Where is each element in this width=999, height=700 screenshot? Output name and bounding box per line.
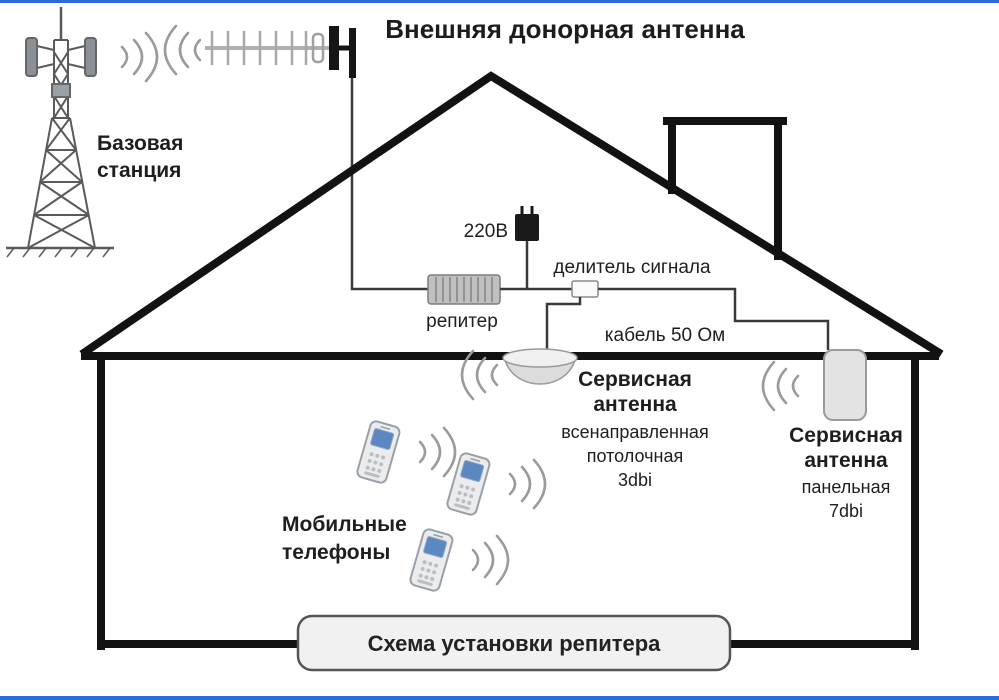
bottom-border-line [0, 696, 999, 700]
antenna-panel-right [84, 37, 97, 77]
panel-antenna-label-line3: панельная [802, 477, 891, 497]
ceiling-antenna-label-line5: 3dbi [618, 470, 652, 490]
chimney [663, 117, 787, 260]
caption-box [296, 614, 732, 672]
roof [79, 71, 944, 358]
power-adapter-icon [515, 206, 539, 289]
panel-antenna-label-line4: 7dbi [829, 501, 863, 521]
coax-cable-to-panel-antenna [598, 287, 830, 350]
mobile-phones-label-line1: Мобильные [282, 513, 407, 536]
base-station-label-line1: Базовая [97, 132, 183, 155]
ceiling-antenna-label-line3: всенаправленная [561, 422, 708, 442]
panel-antenna-waves-icon [761, 360, 800, 412]
base-station-tower [6, 7, 114, 258]
donor-cable [350, 78, 428, 291]
splitter-label: делитель сигнала [553, 257, 711, 278]
ceiling-antenna-label-line2: антенна [593, 393, 677, 416]
repeater-device [427, 274, 501, 305]
power-label: 220В [464, 221, 508, 242]
ceiling-antenna [502, 348, 578, 385]
ceiling-antenna-label-line1: Сервисная [578, 368, 692, 391]
signal-splitter-device [571, 280, 599, 298]
panel-antenna-label-line1: Сервисная [789, 424, 903, 447]
repeater-label: репитер [426, 311, 498, 332]
phone2-waves-icon [508, 458, 547, 510]
diagram-title: Внешняя донорная антенна [385, 14, 745, 44]
mobile-phones-label-line2: телефоны [282, 541, 390, 564]
coax-cable-to-ceiling-antenna [545, 297, 582, 352]
yagi-signal-waves-icon [163, 24, 202, 76]
ceiling-antenna-label-line4: потолочная [587, 446, 683, 466]
mobile-phone-3 [408, 527, 455, 594]
cable-label: кабель 50 Ом [605, 325, 725, 346]
phone1-waves-icon [418, 426, 457, 478]
base-station-label-line2: станция [97, 159, 181, 182]
panel-antenna [823, 349, 867, 421]
donor-yagi-antenna [205, 26, 356, 78]
mobile-phone-1 [355, 419, 402, 486]
house-outline [79, 71, 944, 650]
panel-antenna-label-line2: антенна [804, 449, 888, 472]
antenna-panel-left [25, 37, 38, 77]
scheme-caption: Схема установки репитера [368, 631, 662, 656]
phone3-waves-icon [471, 534, 510, 586]
tower-equipment-box [51, 83, 71, 98]
tower-signal-waves-icon [120, 31, 159, 83]
top-border-line [0, 0, 999, 3]
